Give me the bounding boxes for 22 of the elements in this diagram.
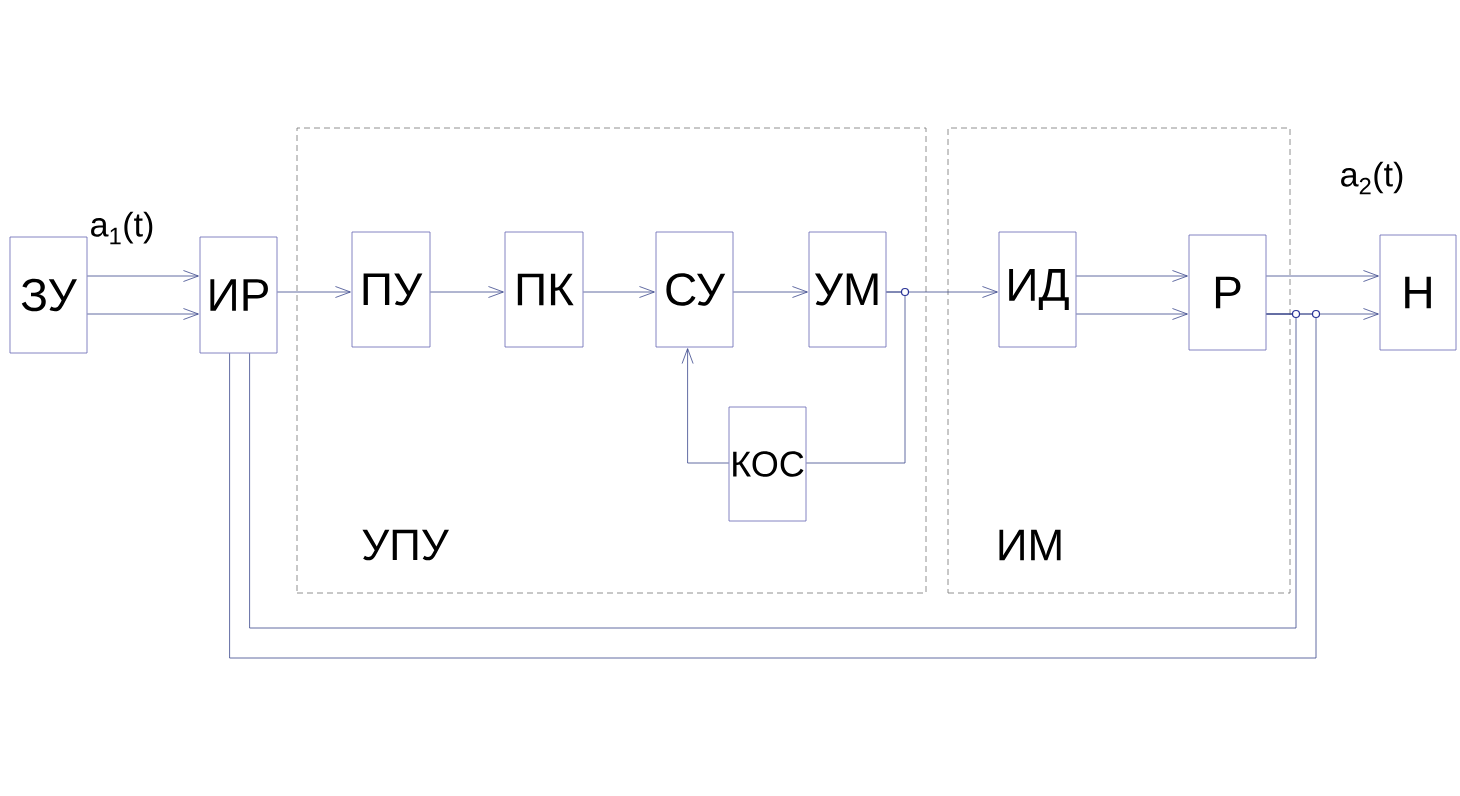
block-box: КОС (728, 406, 807, 522)
connector-arrow (277, 286, 351, 298)
connector-arrow (1076, 308, 1188, 320)
block-box: ПК (504, 231, 584, 348)
block-box: ИР (199, 236, 278, 354)
block-box: ЗУ (9, 236, 88, 354)
block-box: Р (1188, 234, 1267, 351)
connector-arrow (583, 286, 655, 298)
block-box: ПУ (351, 231, 431, 348)
block-box: ИД (998, 231, 1077, 348)
signal-label: a$_{1}$(t) (91, 211, 153, 245)
signal-label: a$_{2}$(t) (1341, 161, 1403, 195)
block-box: Н (1379, 234, 1457, 351)
block-box: СУ (655, 231, 734, 348)
connector-arrow (87, 308, 199, 320)
connector-arrow (681, 348, 729, 464)
connector-arrow (733, 286, 808, 298)
connector-arrow (87, 270, 199, 282)
connector-arrow (1266, 270, 1379, 282)
block-box: УМ (808, 231, 887, 348)
connector-arrow (1076, 270, 1188, 282)
connector-arrow (430, 286, 504, 298)
